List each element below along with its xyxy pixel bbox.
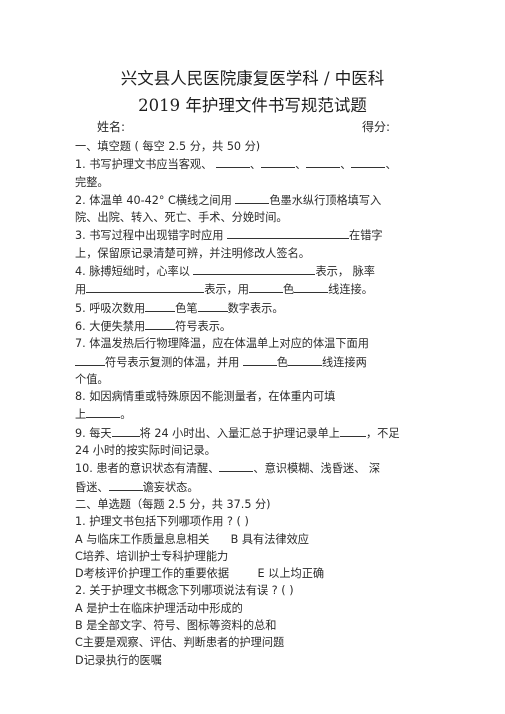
- question-3: 3. 书写过程中出现错字时应用 在错字: [75, 226, 435, 244]
- question-2: 2. 体温单 40-42° C横线之间用 色墨水纵行顶格填写入: [75, 191, 435, 209]
- q2-text-a: 2. 体温单 40-42° C横线之间用: [75, 193, 232, 207]
- q7-blank-2: [242, 353, 277, 366]
- mcq-1-option-b: B 具有法律效应: [230, 532, 309, 546]
- q9-text-b: 将 24 小时出、入量汇总于护理记录单上: [139, 426, 340, 440]
- question-7-end: 个值。: [75, 372, 109, 386]
- question-1: 1. 书写护理文书应当客观、 、 、 、 、: [75, 155, 435, 173]
- q4-text-c: 用: [75, 283, 87, 297]
- score-label: 得分:: [362, 120, 391, 134]
- mcq-2-option-d: D记录执行的医嘱: [75, 653, 162, 667]
- mcq-1-option-c: C培养、培训护士专科护理能力: [75, 549, 229, 563]
- q1-text: 1. 书写护理文书应当客观、: [75, 158, 213, 172]
- q10-text-d: 谵妄状态。: [142, 480, 199, 494]
- q10-text-a: 10. 患者的意识状态有清醒、: [75, 462, 220, 476]
- q4-text-b: 表示， 脉率: [315, 265, 375, 279]
- mcq-1-option-a: A 与临床工作质量息息相关: [75, 532, 210, 546]
- q1-sep: 、: [340, 158, 352, 172]
- question-7: 7. 体温发热后行物理降温，应在体温单上对应的体温下面用: [75, 337, 369, 351]
- q4-blank-2: [86, 280, 205, 294]
- mcq-2-option-a: A 是护士在临床护理活动中形成的: [75, 601, 243, 615]
- question-7-cont: 符号表示复测的体温，并用 色 线连接两: [75, 353, 435, 371]
- q1-blank-1: [215, 155, 250, 169]
- q4-text-e: 色: [282, 283, 295, 297]
- mcq-1-options-ab: A 与临床工作质量息息相关 B 具有法律效应: [75, 531, 435, 548]
- q4-blank-4: [294, 280, 329, 294]
- question-4: 4. 脉搏短绌时，心率以 表示， 脉率: [75, 262, 435, 280]
- question-1-cont: 完整。: [75, 175, 109, 189]
- q5-blank-1: [145, 299, 176, 312]
- q1-blank-3: [306, 155, 341, 169]
- question-2-cont: 院、出院、转入、死亡、手术、分娩时间。: [75, 211, 288, 225]
- question-3-cont: 上，保留原记录清楚可辨，并注明修改人签名。: [75, 246, 310, 260]
- q6-text-a: 6. 大便失禁用: [75, 319, 146, 333]
- mcq-1-option-d: D考核评价护理工作的重要依据: [75, 567, 230, 581]
- mcq-1-options-de: D考核评价护理工作的重要依据 E 以上均正确: [75, 565, 435, 582]
- section2-heading: 二、单选题（每题 2.5 分，共 37.5 分): [75, 497, 271, 511]
- question-8-cont: 上。: [75, 405, 435, 423]
- question-8: 8. 如因病情重或特殊原因不能测量者，在体重内可填: [75, 390, 336, 404]
- q4-text-d: 表示，用: [204, 283, 249, 297]
- q8-text-c: 。: [120, 408, 132, 422]
- mcq-2-option-b: B 是全部文字、符号、图标等资料的总和: [75, 619, 277, 633]
- q1-blank-2: [261, 155, 296, 169]
- exam-body: 一、填空题 ( 每空 2.5 分，共 50 分) 1. 书写护理文书应当客观、 …: [75, 138, 435, 669]
- question-9: 9. 每天 将 24 小时出、入量汇总于护理记录单上 ，不足: [75, 424, 435, 442]
- q5-blank-2: [197, 299, 228, 312]
- mcq-1: 1. 护理文书包括下列哪项作用 ? ( ): [75, 515, 249, 529]
- question-10: 10. 患者的意识状态有清醒、 、意识模糊、浅昏迷、 深: [75, 459, 435, 477]
- mcq-1-option-e: E 以上均正确: [257, 567, 325, 581]
- section1-heading: 一、填空题 ( 每空 2.5 分，共 50 分): [75, 140, 261, 153]
- q1-sep: 、: [385, 158, 397, 172]
- q2-text-b: 色墨水纵行顶格填写入: [269, 193, 382, 207]
- q9-blank-1: [111, 424, 140, 437]
- q5-text-c: 数字表示。: [227, 301, 284, 315]
- exam-title-line1: 兴文县人民医院康复医学科 / 中医科: [120, 69, 385, 88]
- q7-text-c: 色: [276, 355, 289, 369]
- q4-text-a: 4. 脉搏短绌时，心率以: [75, 265, 190, 279]
- q10-text-b: 、意识模糊、浅昏迷、 深: [253, 462, 381, 476]
- q9-text-a: 9. 每天: [75, 426, 112, 440]
- mcq-2: 2. 关于护理文书概念下列哪项说法有误 ? ( ): [75, 584, 294, 598]
- q10-blank-1: [219, 459, 254, 473]
- name-label: 姓名:: [97, 120, 126, 134]
- question-9-cont: 24 小时的按实际时间记录。: [75, 444, 216, 458]
- q8-text-b: 上: [75, 408, 87, 422]
- q4-text-f: 线连接。: [328, 283, 373, 297]
- q7-blank-3: [288, 353, 323, 366]
- question-6: 6. 大便失禁用 符号表示。: [75, 317, 435, 335]
- q9-text-c: ，不足: [365, 426, 400, 440]
- question-4-cont: 用 表示，用 色 线连接。: [75, 280, 435, 298]
- q3-blank: [227, 226, 350, 240]
- q2-blank: [235, 191, 270, 204]
- q7-text-d: 线连接两: [322, 355, 367, 369]
- q3-text-a: 3. 书写过程中出现错字时应用: [75, 229, 224, 243]
- q6-text-b: 符号表示。: [175, 319, 232, 333]
- q9-blank-2: [339, 424, 366, 437]
- q5-text-a: 5. 呼吸次数用: [75, 301, 146, 315]
- q1-blank-4: [351, 155, 386, 169]
- q10-blank-2: [108, 478, 143, 491]
- q3-text-b: 在错字: [349, 229, 383, 243]
- q4-blank-1: [193, 262, 316, 276]
- question-10-cont: 昏迷、 谵妄状态。: [75, 478, 435, 496]
- q1-sep: 、: [295, 158, 307, 172]
- mcq-2-option-c: C主要是观察、评估、判断患者的护理问题: [75, 636, 285, 650]
- exam-title-line2: 2019 年护理文件书写规范试题: [138, 96, 367, 115]
- q7-text-b: 符号表示复测的体温，并用: [105, 355, 240, 369]
- q5-text-b: 色笔: [175, 301, 198, 315]
- question-5: 5. 呼吸次数用 色笔 数字表示。: [75, 299, 435, 317]
- q7-blank-1: [75, 353, 105, 366]
- q10-text-c: 昏迷、: [75, 480, 109, 494]
- q1-sep: 、: [249, 158, 262, 172]
- q4-blank-3: [248, 280, 283, 294]
- q8-blank: [86, 405, 121, 419]
- q6-blank: [145, 317, 176, 330]
